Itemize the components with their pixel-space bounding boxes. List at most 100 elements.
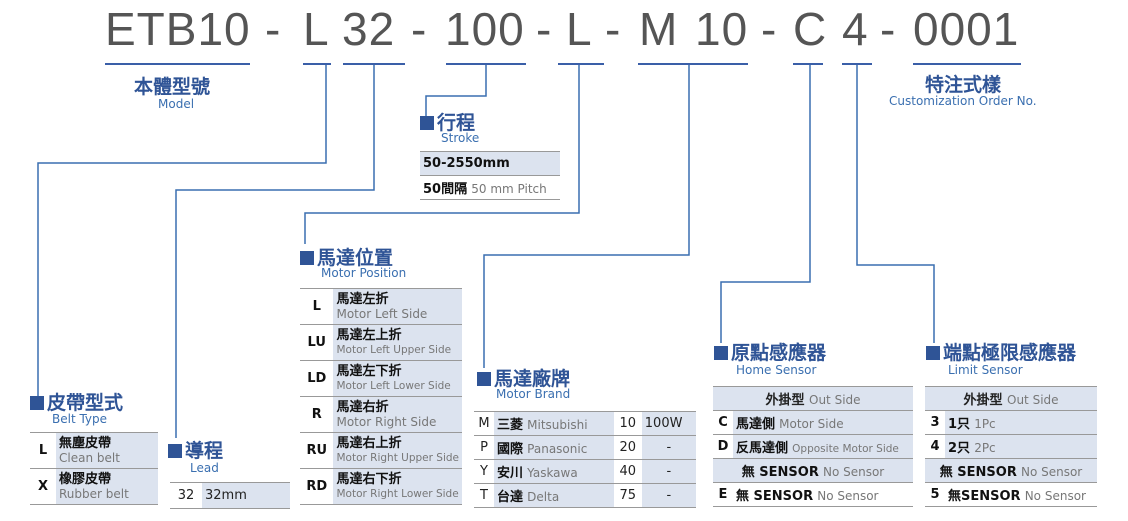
table-row: 無SENSOR No Sensor xyxy=(945,482,1097,507)
table-row: 安川 Yaskawa xyxy=(494,459,614,484)
row-zh: 反馬達側 xyxy=(736,441,789,456)
wattage-value: - xyxy=(641,483,696,508)
row-zh: 馬達右上折 xyxy=(336,435,402,451)
table-row-code: LD xyxy=(300,360,334,397)
square-bullet-icon xyxy=(477,372,491,386)
home-sensor-title: 原點感應器 xyxy=(714,338,826,365)
stroke-pitch-en: 50 mm Pitch xyxy=(471,182,547,196)
wattage-value: 100W xyxy=(641,411,696,436)
header-zh: 外掛型 xyxy=(963,393,1003,408)
connector-lead xyxy=(175,64,375,438)
motor-position-title: 馬達位置 xyxy=(300,243,393,270)
lead-title-text: 導程 xyxy=(185,440,224,462)
table-row: 國際 Panasonic xyxy=(494,435,614,460)
underline-home-sensor xyxy=(793,63,823,65)
square-bullet-icon xyxy=(168,444,182,458)
no-sensor-row: 無 SENSOR No Sensor xyxy=(925,458,1097,483)
underline-lead xyxy=(343,63,405,65)
underline-custom xyxy=(913,63,1021,65)
row-zh: 馬達右下折 xyxy=(336,471,402,487)
custom-sub: Customization Order No. xyxy=(889,94,1037,108)
code-lead: 32 xyxy=(342,3,396,55)
stroke-title-text: 行程 xyxy=(437,112,476,134)
underline-limit-sensor xyxy=(842,63,872,65)
limit-sensor-title: 端點極限感應器 xyxy=(926,338,1076,365)
connector-stroke xyxy=(425,64,487,118)
row-zh: 馬達左折 xyxy=(336,291,389,307)
connector-limit-sensor xyxy=(856,64,935,343)
table-row-code: Y xyxy=(474,459,494,484)
row-zh: 無 SENSOR xyxy=(939,465,1017,480)
underline-belt xyxy=(303,63,331,65)
limit-sensor-title-text: 端點極限感應器 xyxy=(943,342,1077,364)
underline-motor-position xyxy=(558,63,604,65)
code-dash: - xyxy=(536,3,553,55)
code-dash: - xyxy=(605,3,622,55)
code-stroke: 100 xyxy=(445,3,525,55)
table-header: 外掛型 Out Side xyxy=(713,386,913,411)
row-en: Motor Right Lower Side xyxy=(336,487,459,500)
custom-title: 特注式樣 xyxy=(925,74,1002,96)
row-zh: 馬達側 xyxy=(736,417,776,432)
header-zh: 外掛型 xyxy=(765,393,805,408)
connector-motor-brand xyxy=(483,64,690,368)
underline-motor-brand xyxy=(638,63,748,65)
table-row-code: LU xyxy=(300,324,334,361)
row-en: 2Pc xyxy=(974,441,996,455)
limit-sensor-sub: Limit Sensor xyxy=(948,363,1023,377)
row-zh: 無塵皮帶 xyxy=(59,435,112,451)
table-header: 外掛型 Out Side xyxy=(925,386,1097,411)
row-zh: 台達 xyxy=(497,490,524,505)
square-bullet-icon xyxy=(30,396,44,410)
row-en: Clean belt xyxy=(59,450,120,465)
stroke-pitch-zh: 50間隔 xyxy=(423,182,468,197)
connector-belt xyxy=(37,64,327,398)
no-sensor-row: 無 SENSOR No Sensor xyxy=(713,458,913,483)
belt-type-title-text: 皮帶型式 xyxy=(47,392,124,414)
code-custom: 0001 xyxy=(913,3,1020,55)
table-row: 1只 1Pc xyxy=(945,410,1097,435)
wattage-code: 20 xyxy=(613,435,642,460)
square-bullet-icon xyxy=(300,251,314,265)
square-bullet-icon xyxy=(926,346,940,360)
model-sub: Model xyxy=(158,97,195,111)
row-zh: 1只 xyxy=(948,417,971,432)
row-zh: 馬達左上折 xyxy=(336,327,402,343)
row-en: Panasonic xyxy=(527,442,588,456)
code-dash: - xyxy=(761,3,778,55)
wattage-code: 75 xyxy=(613,483,642,508)
table-row: 反馬達側 Opposite Motor Side xyxy=(733,434,913,459)
row-zh: 馬達右折 xyxy=(336,399,389,415)
row-zh: 馬達左下折 xyxy=(336,363,402,379)
table-row-code: RD xyxy=(300,468,334,505)
motor-brand-title: 馬達廠牌 xyxy=(477,364,570,391)
row-en: Motor Left Lower Side xyxy=(336,379,451,392)
header-en: Out Side xyxy=(809,393,861,407)
row-zh: 無SENSOR xyxy=(948,489,1021,504)
code-belt: L xyxy=(303,3,330,55)
home-sensor-title-text: 原點感應器 xyxy=(731,342,827,364)
row-en: Opposite Motor Side xyxy=(792,443,899,455)
row-zh: 三菱 xyxy=(497,418,524,433)
code-limit-sensor: 4 xyxy=(842,3,869,55)
table-row-code: 32 xyxy=(170,482,202,509)
table-row: 馬達側 Motor Side xyxy=(733,410,913,435)
code-etb10: ETB10 xyxy=(105,3,251,55)
row-en: Motor Right Upper Side xyxy=(336,451,459,464)
stroke-range: 50-2550mm xyxy=(420,151,560,176)
table-row: 台達 Delta xyxy=(494,483,614,508)
square-bullet-icon xyxy=(714,346,728,360)
table-row-code: E xyxy=(713,482,733,507)
underline-stroke xyxy=(446,63,526,65)
